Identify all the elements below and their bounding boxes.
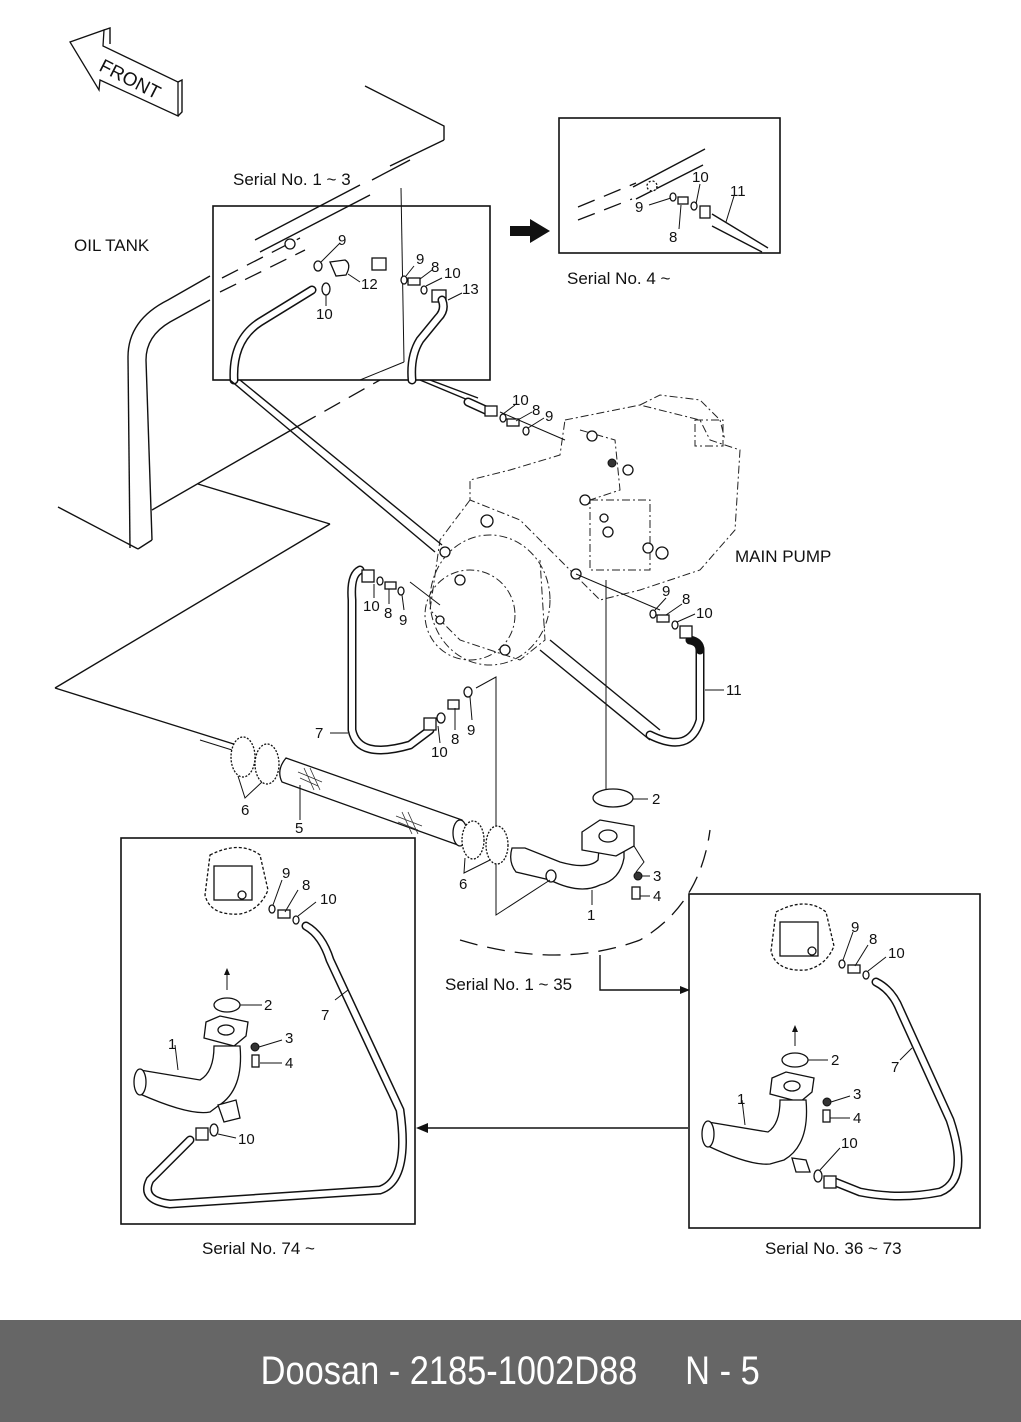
callout-9: 9: [545, 408, 553, 425]
callout-1: 1: [587, 907, 595, 924]
callout-11: 11: [730, 183, 746, 200]
callout-9: 9: [467, 722, 475, 739]
footer-part-number: 2185-1002D88: [410, 1348, 638, 1393]
footer-bar: Doosan - 2185-1002D88 N - 5: [0, 1320, 1021, 1422]
callout-13: 13: [462, 281, 479, 298]
caption-serial-1-3: Serial No. 1 ~ 3: [233, 170, 351, 189]
callout-3: 3: [853, 1086, 861, 1103]
callout-3: 3: [285, 1030, 293, 1047]
right-fitting: [649, 597, 696, 639]
callout-10: 10: [316, 306, 333, 323]
callout-9: 9: [416, 251, 424, 268]
callout-8: 8: [682, 591, 690, 608]
callout-1: 1: [737, 1091, 745, 1108]
arrowhead-icon: [416, 1123, 428, 1133]
callout-8: 8: [532, 402, 540, 419]
callout-8: 8: [869, 931, 877, 948]
callout-12: 12: [361, 276, 378, 293]
main-pump: [424, 394, 741, 666]
caption-serial-36-73: Serial No. 36 ~ 73: [765, 1239, 902, 1258]
callout-2: 2: [831, 1052, 839, 1069]
footer-text: Doosan - 2185-1002D88 N - 5: [260, 1348, 761, 1393]
callout-10: 10: [320, 891, 337, 908]
callout-3: 3: [653, 868, 661, 885]
callout-6: 6: [459, 876, 467, 893]
serial-1-35-boundary: [459, 829, 711, 956]
inset-serial-1-3: [212, 184, 491, 385]
callout-8: 8: [302, 877, 310, 894]
strainer-assembly: [199, 736, 650, 916]
callout-9: 9: [338, 232, 346, 249]
front-arrow-icon: FRONT: [69, 27, 183, 118]
parts-diagram: FRONT OIL TANK Serial No. 1 ~ 3: [54, 27, 981, 1258]
callout-10: 10: [696, 605, 713, 622]
callout-10: 10: [512, 392, 529, 409]
callout-11: 11: [726, 682, 742, 699]
callout-9: 9: [662, 583, 670, 600]
callout-7: 7: [315, 725, 323, 742]
callout-4: 4: [853, 1110, 861, 1127]
callout-8: 8: [431, 259, 439, 276]
inset-serial-4: [558, 117, 781, 254]
lower-fitting: [423, 676, 497, 900]
callout-4: 4: [653, 888, 661, 905]
arrow-to-serial-36-73: [599, 955, 680, 991]
callout-10: 10: [888, 945, 905, 962]
callout-10: 10: [444, 265, 461, 282]
callout-9: 9: [635, 199, 643, 216]
inset-serial-74: [120, 837, 416, 1225]
callout-10: 10: [238, 1131, 255, 1148]
oil-tank-outline: [54, 85, 445, 747]
arrow-right-icon: [510, 219, 550, 243]
callout-9: 9: [399, 612, 407, 629]
callout-4: 4: [285, 1055, 293, 1072]
callout-9: 9: [282, 865, 290, 882]
callout-10: 10: [431, 744, 448, 761]
callout-9: 9: [851, 919, 859, 936]
arrowhead-icon: [680, 986, 690, 994]
caption-serial-1-35: Serial No. 1 ~ 35: [445, 975, 572, 994]
footer-brand: Doosan: [260, 1348, 380, 1393]
caption-serial-4: Serial No. 4 ~: [567, 269, 671, 288]
callout-6: 6: [241, 802, 249, 819]
callout-7: 7: [321, 1007, 329, 1024]
caption-serial-74: Serial No. 74 ~: [202, 1239, 315, 1258]
hose-lines: [229, 379, 705, 790]
callout-7: 7: [891, 1059, 899, 1076]
main-pump-label: MAIN PUMP: [735, 547, 831, 566]
callout-2: 2: [264, 997, 272, 1014]
callout-8: 8: [451, 731, 459, 748]
callout-2: 2: [652, 791, 660, 808]
callout-10: 10: [692, 169, 709, 186]
left-fitting: [361, 569, 405, 611]
callout-10: 10: [363, 598, 380, 615]
inset-serial-36-73: [688, 893, 981, 1229]
top-fitting: [484, 404, 545, 436]
footer-page: N - 5: [685, 1348, 761, 1393]
callout-8: 8: [384, 605, 392, 622]
callout-8: 8: [669, 229, 677, 246]
oil-tank-label: OIL TANK: [74, 236, 150, 255]
callout-10: 10: [841, 1135, 858, 1152]
callout-5: 5: [295, 820, 303, 837]
callout-1: 1: [168, 1036, 176, 1053]
